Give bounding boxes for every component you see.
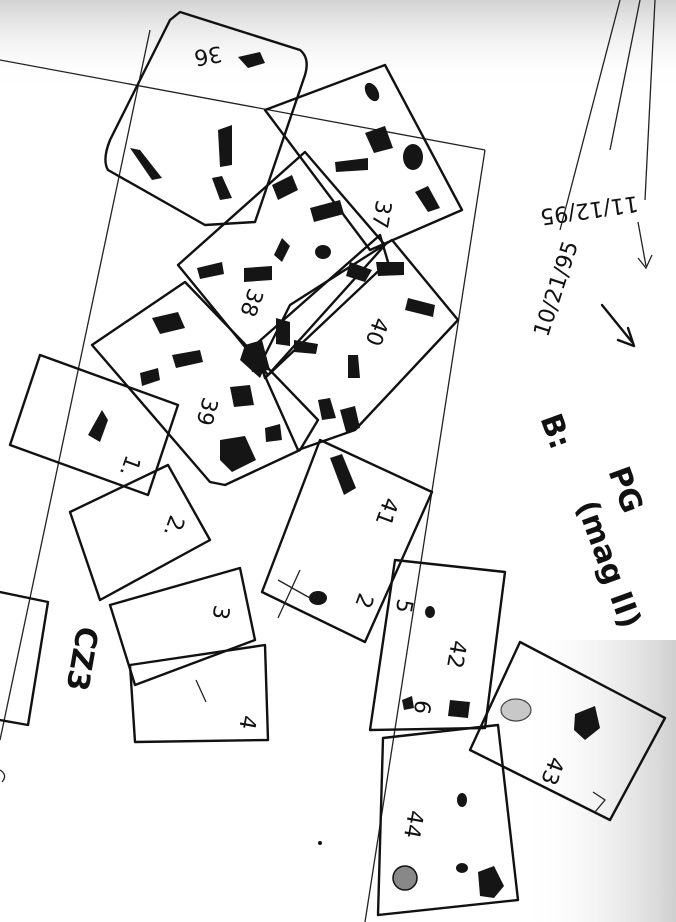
frame-37-label: 37 xyxy=(366,198,395,230)
number-2-label: 2 xyxy=(349,590,377,612)
header-mag: (mag II) xyxy=(569,496,647,633)
header-code: PG xyxy=(601,462,650,518)
frame-44-label: 44 xyxy=(398,808,427,840)
frame-38-label: 38 xyxy=(234,285,267,320)
frame-41-label: 41 xyxy=(370,494,403,529)
frame-1-label: 1. xyxy=(114,452,145,480)
frame-42-label: 42 xyxy=(441,638,470,670)
frame-3: 3 xyxy=(110,568,255,685)
frame-4-label: 4 xyxy=(233,713,260,731)
frame-2-label: 2. xyxy=(158,512,189,540)
left-edge-mark xyxy=(0,770,5,782)
number-6-label: 6 xyxy=(408,698,435,716)
date-top: 11/12/95 xyxy=(538,190,639,229)
number-5-label: 5 xyxy=(390,597,417,615)
stray-dot xyxy=(318,841,322,845)
sample-code-label: CZ3 xyxy=(58,624,104,694)
frame-4: 4 xyxy=(130,645,268,742)
arrow-annotations xyxy=(602,222,652,346)
frame-40-label: 40 xyxy=(360,314,393,349)
frame-42: 42 5 6 xyxy=(370,560,505,730)
date-mid: 10/21/95 xyxy=(530,238,584,340)
frame-40: 40 xyxy=(245,235,458,450)
frame-36-label: 36 xyxy=(192,40,224,69)
frame-44: 44 xyxy=(378,725,518,915)
scan-shading-top xyxy=(0,0,676,90)
header-letter: B: xyxy=(533,409,578,454)
frame-3-label: 3 xyxy=(206,603,233,621)
frame-37: 37 xyxy=(265,65,462,250)
frame-39-label: 39 xyxy=(190,395,221,429)
frame-2: 2. xyxy=(70,465,210,600)
header-annotation: B: PG (mag II) xyxy=(533,409,650,633)
